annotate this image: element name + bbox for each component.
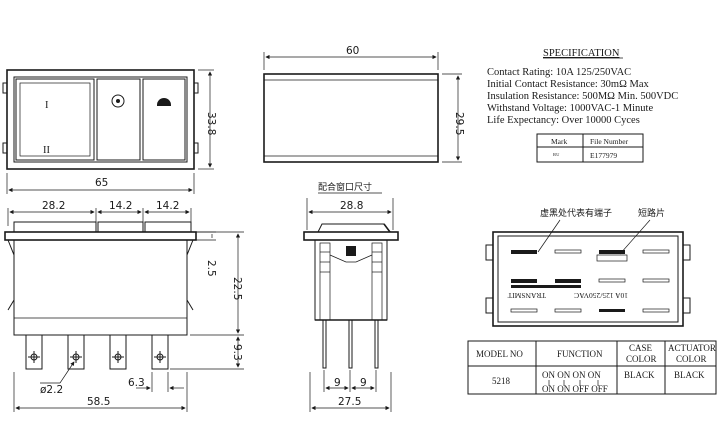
spec-title: SPECIFICATION <box>543 48 620 59</box>
model-value: 5218 <box>492 376 511 386</box>
fan-icon <box>157 98 171 106</box>
dim-bottom-width: 58.5 <box>87 396 110 408</box>
terminal-note-label: 虚黑处代表有端子 <box>540 207 612 219</box>
header-model: MODEL NO <box>476 349 523 359</box>
spec-line-1: Contact Rating: 10A 125/250VAC <box>487 67 631 78</box>
spec-line-5: Life Expectancy: Over 10000 Cyces <box>487 115 640 126</box>
dim-side-bottom-width: 27.5 <box>338 396 361 408</box>
bottom-view: 虚黑处代表有端子 短路片 10A 125/250VAC TRANSMIT <box>485 207 691 327</box>
specification-block: SPECIFICATION Contact Rating: 10A 125/25… <box>487 48 678 163</box>
dim-pin-gap: 6.3 <box>128 377 145 389</box>
spec-line-3: Insulation Resistance: 500MΩ Min. 500VDC <box>487 91 678 102</box>
top-view: 60 29.5 <box>263 45 465 163</box>
dim-side-pin-a: 9 <box>334 377 341 389</box>
dim-front-height: 33.8 <box>205 112 217 135</box>
model-table: MODEL NO FUNCTION CASE COLOR ACTUATOR CO… <box>467 340 717 395</box>
dim-front-width: 65 <box>95 177 108 189</box>
header-function: FUNCTION <box>557 349 603 359</box>
side-view: 28.2 14.2 14.2 <box>4 200 244 412</box>
lamp-icon <box>111 94 125 108</box>
dim-seg2: 14.2 <box>109 200 132 212</box>
mounting-hole-label: 配合窗口尺寸 <box>318 181 372 193</box>
dim-seg1: 28.2 <box>42 200 65 212</box>
mark-off: II <box>43 145 50 156</box>
dim-h-small: 2.5 <box>205 260 217 277</box>
short-circuit-label: 短路片 <box>638 207 665 219</box>
dim-pin-dia: ø2.2 <box>40 384 63 396</box>
front-view: I II 33.8 65 <box>2 69 217 194</box>
dim-side-top-width: 28.8 <box>340 200 363 212</box>
spec-line-2: Initial Contact Resistance: 30mΩ Max <box>487 79 650 90</box>
end-view: 配合窗口尺寸 28.8 9 9 <box>303 181 399 412</box>
ul-mark: ᴿᵁ <box>553 151 560 160</box>
file-header: File Number <box>590 137 629 146</box>
function-bottom: ON ON OFF OFF <box>542 384 608 394</box>
mark-header: Mark <box>551 137 567 146</box>
dim-seg3: 14.2 <box>156 200 179 212</box>
spec-line-4: Withstand Voltage: 1000VAC-1 Minute <box>487 103 653 114</box>
header-case-2: COLOR <box>626 354 657 364</box>
dim-h-pins: 9.3 <box>231 344 243 361</box>
mark-on: I <box>45 100 49 111</box>
actuator-color-value: BLACK <box>674 370 705 380</box>
case-color-value: BLACK <box>624 370 655 380</box>
header-actuator-2: COLOR <box>676 354 707 364</box>
dim-top-width: 60 <box>346 45 359 57</box>
function-top: ON ON ON ON <box>542 370 601 380</box>
dim-top-height: 29.5 <box>453 112 465 135</box>
bottom-rating-text: 10A 125/250VAC <box>574 291 628 300</box>
file-number: E177979 <box>590 151 617 160</box>
dim-side-pin-b: 9 <box>360 377 367 389</box>
bottom-brand-text: TRANSMIT <box>507 291 546 300</box>
header-actuator-1: ACTUATOR <box>668 343 716 353</box>
header-case-1: CASE <box>629 343 653 353</box>
dim-h-body: 22.5 <box>231 277 243 300</box>
side-pins <box>25 334 169 370</box>
